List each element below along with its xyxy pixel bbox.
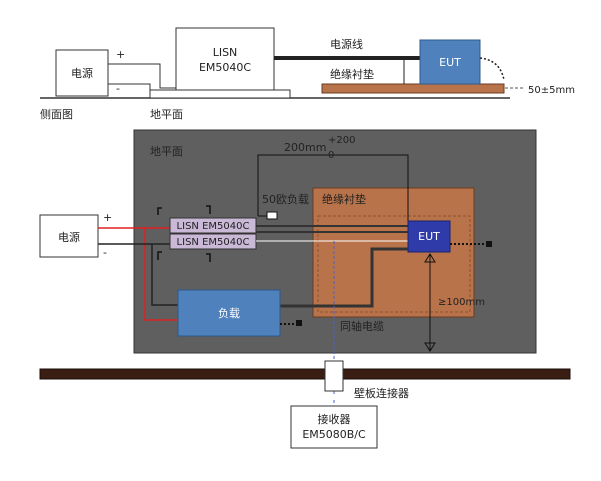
top-distance-tol-plus: +200 (328, 135, 355, 146)
top-power-label: 电源 (58, 230, 80, 244)
top-eut-box (407, 220, 451, 253)
top-view: 地平面 200mm +200 0 绝缘衬垫 50欧负载 电源 + - LISN … (39, 129, 537, 405)
side-view-title: 侧面图 (40, 108, 73, 121)
side-insulation-pad-label: 绝缘衬垫 (330, 67, 374, 81)
side-lisn-line1: LISN (213, 46, 238, 59)
side-lisn-base (149, 89, 291, 99)
side-view: 电源 + - LISN EM5040C 电源线 绝缘衬垫 EUT 50±5mm … (40, 27, 575, 121)
top-lisn-bracket-4 (206, 253, 211, 262)
top-lisn-bottom-label: LISN EM5040C (177, 237, 250, 248)
receiver-line1: 接收器 (318, 412, 351, 426)
top-min-distance-arrow-up (424, 253, 436, 263)
side-plus-sign: + (116, 48, 125, 61)
top-cable-eut-load (280, 247, 408, 308)
top-50ohm-load-label: 50欧负载 (262, 192, 309, 206)
side-power-label: 电源 (71, 66, 93, 80)
top-min-distance-arrow-down (424, 342, 436, 352)
side-lisn-line2: EM5040C (199, 61, 251, 74)
top-pad-inner-dashed (317, 215, 471, 313)
side-eut-label: EUT (439, 56, 461, 69)
top-load-box (177, 289, 281, 337)
top-lisn-top-label: LISN EM5040C (177, 221, 250, 232)
side-height-label: 50±5mm (528, 85, 575, 96)
side-eut-dotted-cable (479, 57, 505, 81)
top-lisn-bracket-3 (206, 205, 211, 214)
top-distance-main: 200mm (284, 141, 326, 154)
top-eut-cable-end (486, 241, 492, 247)
top-lisn-bracket-2 (157, 251, 162, 260)
side-minus-sign: - (116, 82, 120, 95)
side-ground-plane-label: 地平面 (150, 108, 183, 121)
receiver-box (290, 405, 378, 449)
top-dimension-bracket (257, 154, 409, 163)
side-wire-plus (108, 63, 176, 89)
top-min-distance-label: ≥100mm (438, 297, 485, 308)
side-insulation-pad (321, 83, 505, 94)
top-power-box (39, 214, 99, 258)
wall-connector (324, 360, 344, 392)
wall-receiver: 壁板连接器 接收器 EM5080B/C (39, 360, 571, 449)
side-power-cable-label: 电源线 (330, 37, 363, 51)
top-eut-label: EUT (418, 230, 440, 243)
side-lisn-box (175, 27, 275, 91)
top-insulation-pad-label: 绝缘衬垫 (322, 192, 366, 206)
top-load-label: 负载 (218, 306, 240, 320)
side-eut-box (419, 39, 481, 85)
top-black-wire-load (151, 244, 178, 306)
top-50ohm-load-box (266, 211, 278, 220)
top-load-cable-end (296, 320, 302, 326)
top-lisn-bracket-1 (157, 207, 162, 215)
top-plus-sign: + (103, 211, 112, 224)
top-distance-tol-minus: 0 (328, 150, 334, 161)
wall-connector-label: 壁板连接器 (354, 386, 409, 400)
wall-panel (39, 368, 571, 380)
top-ground-plane-label: 地平面 (150, 145, 183, 158)
side-power-box (55, 49, 109, 97)
receiver-line2: EM5080B/C (302, 428, 366, 441)
top-red-wire-load (144, 228, 178, 321)
top-minus-sign: - (103, 246, 107, 259)
top-coax-cable-label: 同轴电缆 (340, 319, 384, 333)
